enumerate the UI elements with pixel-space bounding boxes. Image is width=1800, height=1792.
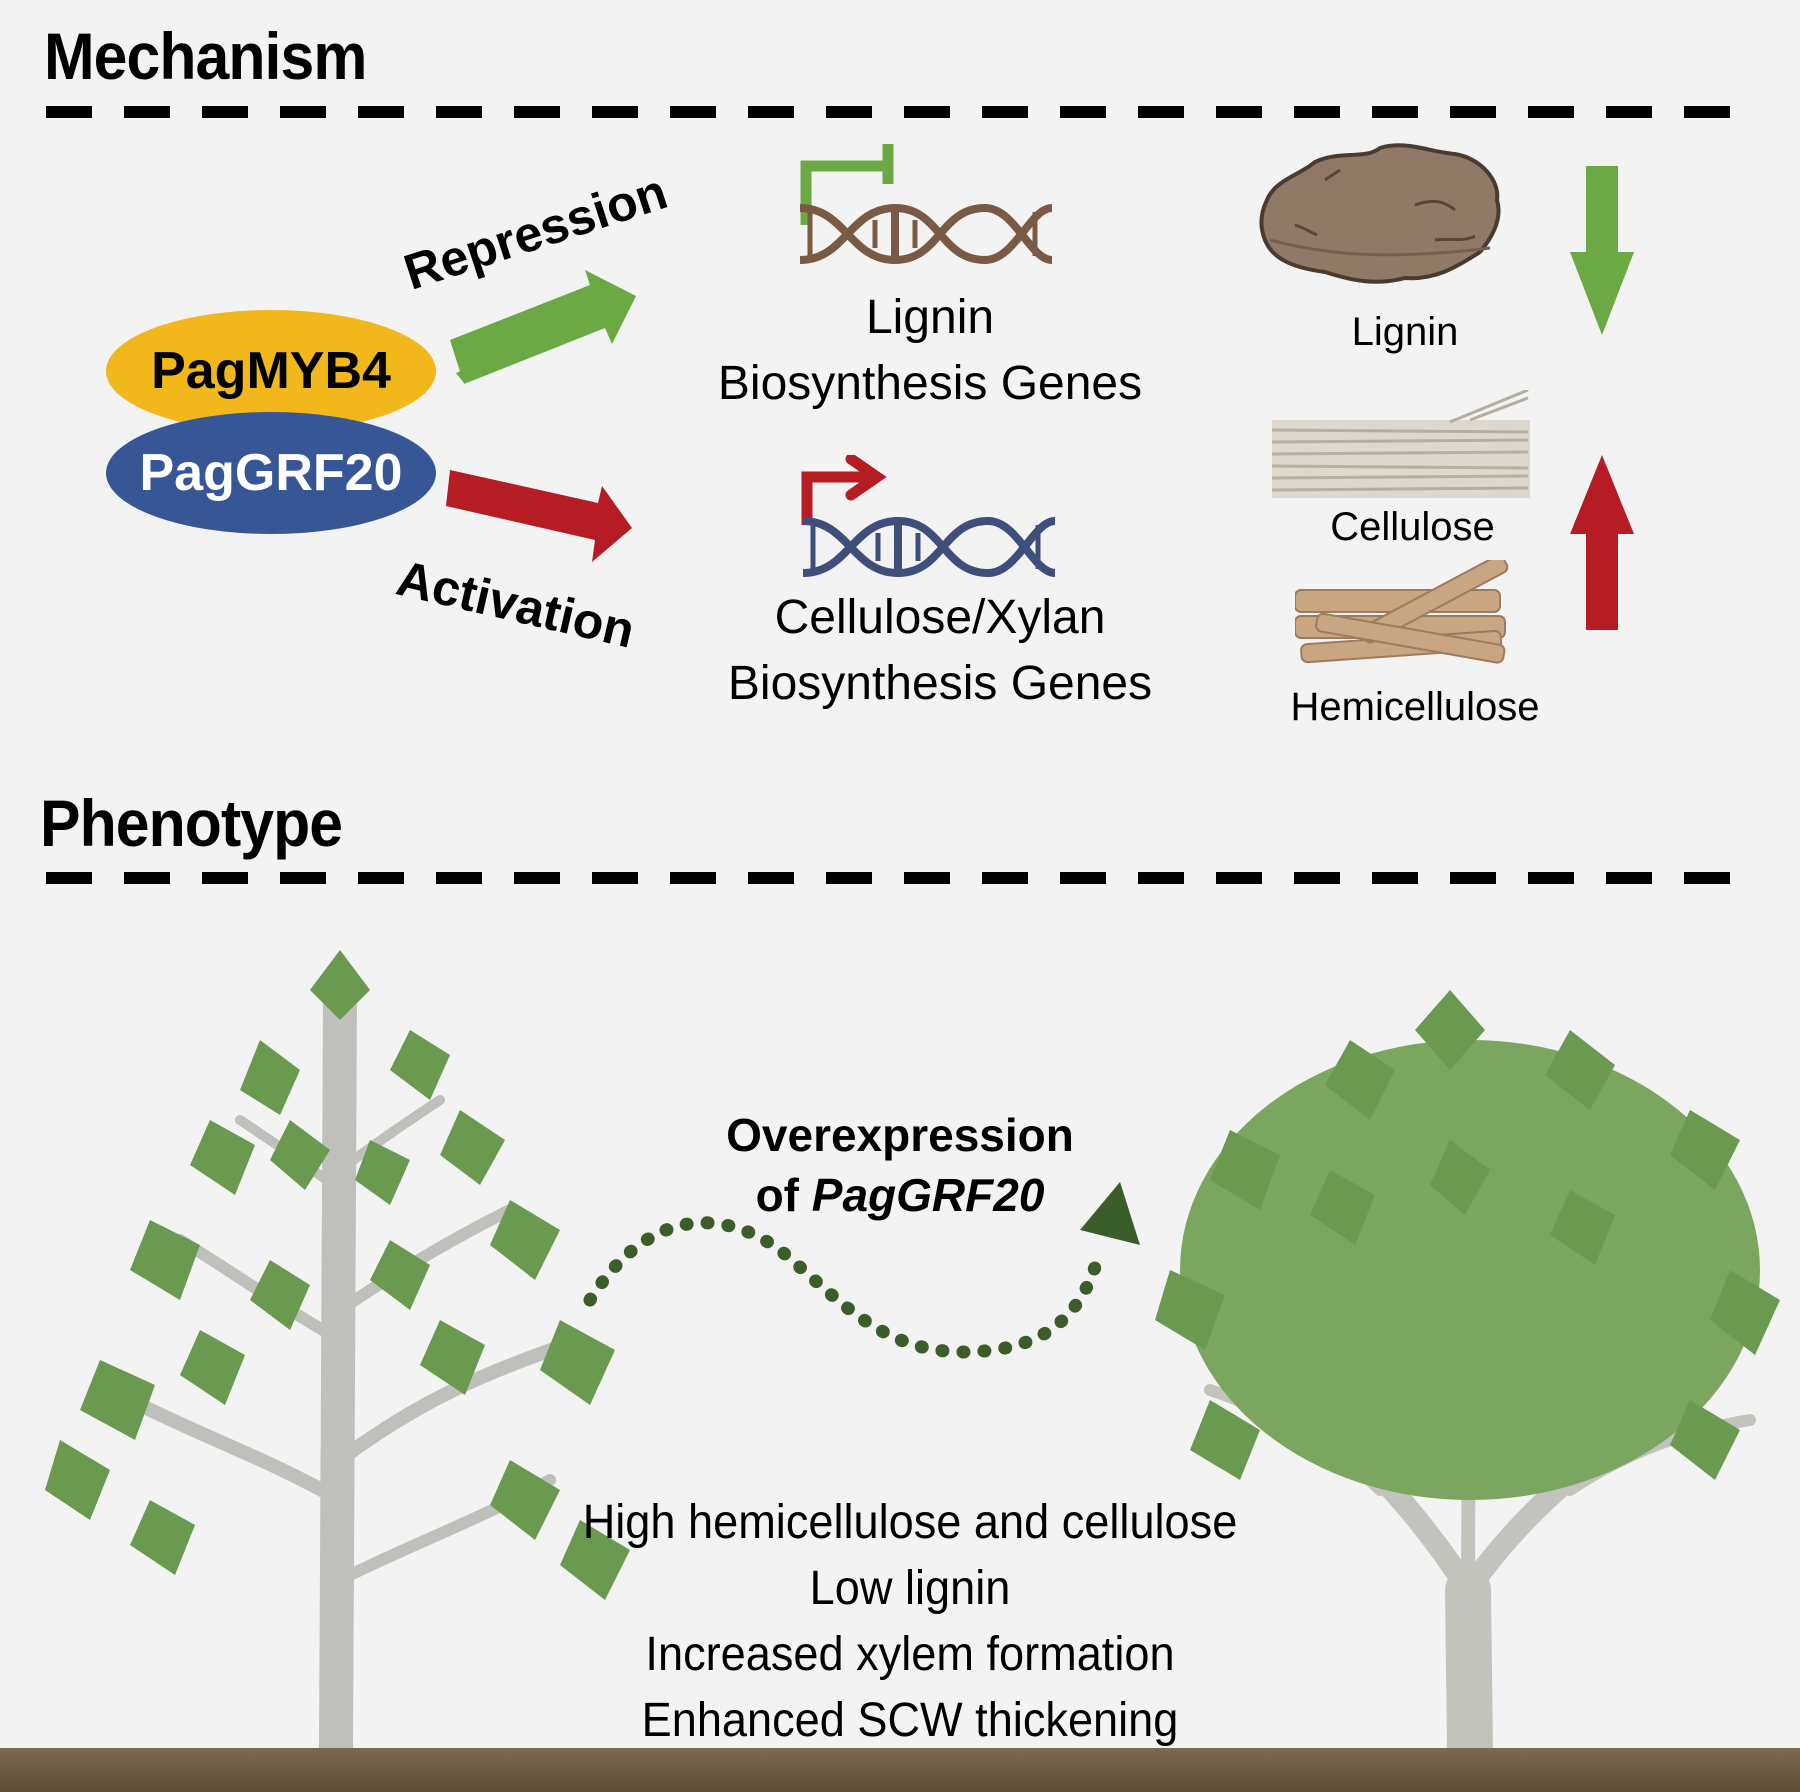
mechanism-divider [46, 106, 1761, 118]
content-change-arrows [1570, 166, 1634, 630]
lignin-genes-label: Lignin Biosynthesis Genes [680, 285, 1180, 417]
lignin-genes-line1: Lignin [865, 291, 995, 344]
pagmyb4-label: PagMYB4 [151, 342, 391, 400]
overexpression-label: Overexpression of PagGRF20 [620, 1105, 1180, 1225]
dna-helix-icon [802, 516, 1056, 578]
trait-item: Low lignin [809, 1562, 1011, 1615]
soil-ground [0, 1748, 1800, 1792]
mechanism-title: Mechanism [44, 19, 367, 93]
phenotype-title: Phenotype [40, 786, 343, 860]
dotted-path [583, 1216, 1107, 1359]
trait-item: Increased xylem formation [645, 1628, 1175, 1681]
regulation-arrows [446, 270, 636, 562]
activation-promoter-icon [801, 455, 887, 525]
wild-type-tree [45, 950, 630, 1760]
cellulose-genes-label: Cellulose/Xylan Biosynthesis Genes [690, 585, 1190, 717]
trait-item: High hemicellulose and cellulose [582, 1496, 1238, 1549]
dna-helix-icon [799, 203, 1053, 265]
overexpression-dotted-arrow [583, 1182, 1140, 1359]
cellulose-genes-dna [801, 455, 1056, 578]
repression-arrow-body [450, 270, 636, 384]
overexpression-line2: of PagGRF20 [620, 1165, 1180, 1225]
phenotype-divider [46, 872, 1761, 884]
overexpression-prefix: of [755, 1169, 812, 1221]
cellulose-fiber-icon [1271, 390, 1530, 498]
lignin-rock-icon [1259, 143, 1501, 284]
phenotype-traits: High hemicellulose and cellulose Low lig… [449, 1490, 1370, 1754]
lignin-polymer-label: Lignin [1351, 310, 1459, 354]
overexpression-line1: Overexpression [726, 1109, 1074, 1161]
cellulose-polymer-label: Cellulose [1330, 505, 1495, 549]
lignin-genes-line2: Biosynthesis Genes [717, 357, 1143, 410]
overexpression-tree [1155, 990, 1780, 1760]
cellulose-up-arrow [1570, 455, 1634, 630]
tree-leaves [45, 950, 630, 1600]
paggrf20-oval: PagGRF20 [106, 412, 436, 534]
overexpression-gene: PagGRF20 [811, 1169, 1045, 1221]
arrowhead-icon [1080, 1182, 1140, 1245]
hemicellulose-logs-icon [1295, 560, 1509, 664]
cellulose-genes-line2: Biosynthesis Genes [727, 657, 1153, 710]
tree-canopy [1155, 990, 1780, 1500]
lignin-genes-dna [799, 144, 1053, 265]
lignin-down-arrow [1570, 166, 1634, 335]
paggrf20-label: PagGRF20 [139, 444, 403, 502]
pagmyb4-oval: PagMYB4 [106, 310, 436, 432]
cellulose-genes-line1: Cellulose/Xylan [774, 591, 1106, 644]
activation-arrow [446, 470, 632, 562]
trait-item: Enhanced SCW thickening [641, 1694, 1179, 1747]
hemicellulose-polymer-label: Hemicellulose [1290, 685, 1540, 729]
